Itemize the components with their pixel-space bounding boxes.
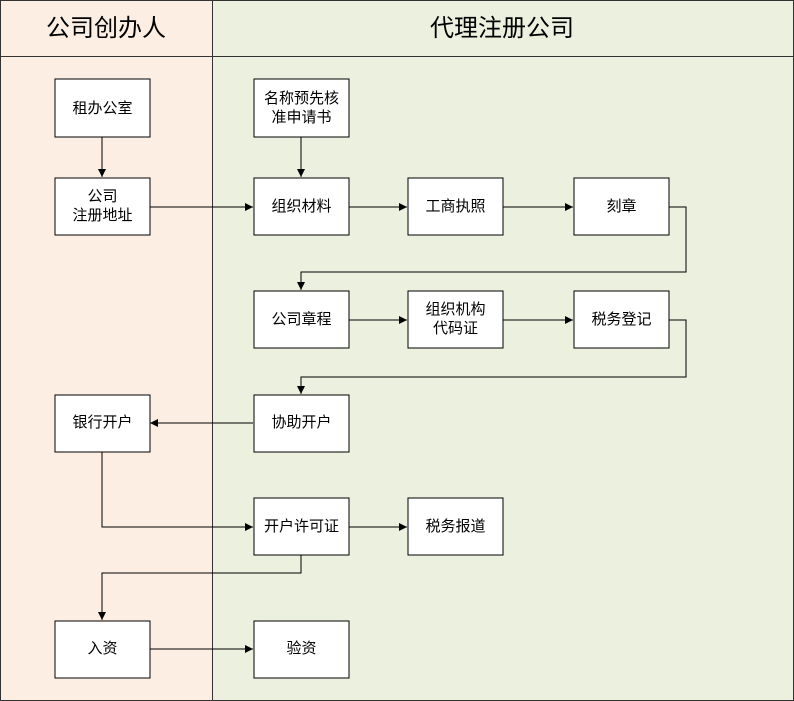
node-box [407,290,504,349]
node-label: 税务报道 [425,517,485,535]
edge-permit-to-capital [98,555,302,620]
node-box [253,177,350,236]
node-bank-account[interactable]: 银行开户 [54,394,151,453]
node-name-approval[interactable]: 名称预先核 准申请书 [253,78,350,138]
node-rent-office[interactable]: 租办公室 [54,78,151,138]
lane-founder-header [0,0,213,57]
node-box [407,497,504,556]
node-box [54,177,151,236]
lane-founder: 公司创办人 [0,0,213,701]
node-label: 准申请书 [271,108,331,126]
node-org-code[interactable]: 组织机构 代码证 [407,290,504,349]
node-tax-registration[interactable]: 税务登记 [573,290,670,349]
lane-founder-body [0,56,213,701]
node-label: 验资 [286,639,316,657]
node-box [253,290,350,349]
node-seal[interactable]: 刻章 [573,177,670,236]
node-label: 公司章程 [271,310,331,328]
node-box [54,620,151,679]
node-box [54,394,151,453]
node-label: 代码证 [433,319,478,337]
lane-agent-title: 代理注册公司 [430,14,574,42]
node-label: 组织材料 [271,197,331,215]
lane-founder-title: 公司创办人 [46,14,166,42]
node-box [253,78,350,138]
node-box [407,177,504,236]
node-articles[interactable]: 公司章程 [253,290,350,349]
node-label: 入资 [87,639,117,657]
node-label: 开户许可证 [264,517,339,535]
node-tax-report[interactable]: 税务报道 [407,497,504,556]
node-box [573,177,670,236]
node-label: 租办公室 [72,99,132,117]
node-label: 公司 [87,187,117,205]
connectors [98,137,687,653]
node-assist-account[interactable]: 协助开户 [253,394,350,453]
node-label: 刻章 [606,197,636,215]
node-label: 组织机构 [425,300,485,318]
node-business-license[interactable]: 工商执照 [407,177,504,236]
node-prepare-materials[interactable]: 组织材料 [253,177,350,236]
node-label: 注册地址 [72,206,132,224]
node-company-address[interactable]: 公司 注册地址 [54,177,151,236]
node-box [253,497,350,556]
node-box [54,78,151,138]
edge-seal-to-articles [297,206,687,290]
edge-tax-to-assist [297,319,687,394]
node-label: 协助开户 [271,413,331,431]
node-capital-verification[interactable]: 验资 [253,620,350,679]
node-label: 税务登记 [591,310,651,328]
node-label: 银行开户 [72,413,132,431]
node-box [573,290,670,349]
lane-agent-header [212,0,794,57]
node-account-permit[interactable]: 开户许可证 [253,497,350,556]
node-box [253,394,350,453]
node-label: 工商执照 [425,197,485,215]
edge-bank-to-permit [101,452,253,531]
lane-agent: 代理注册公司 [212,0,794,701]
node-capital-injection[interactable]: 入资 [54,620,151,679]
node-box [253,620,350,679]
lane-agent-body [212,56,794,701]
node-label: 名称预先核 [264,89,339,107]
